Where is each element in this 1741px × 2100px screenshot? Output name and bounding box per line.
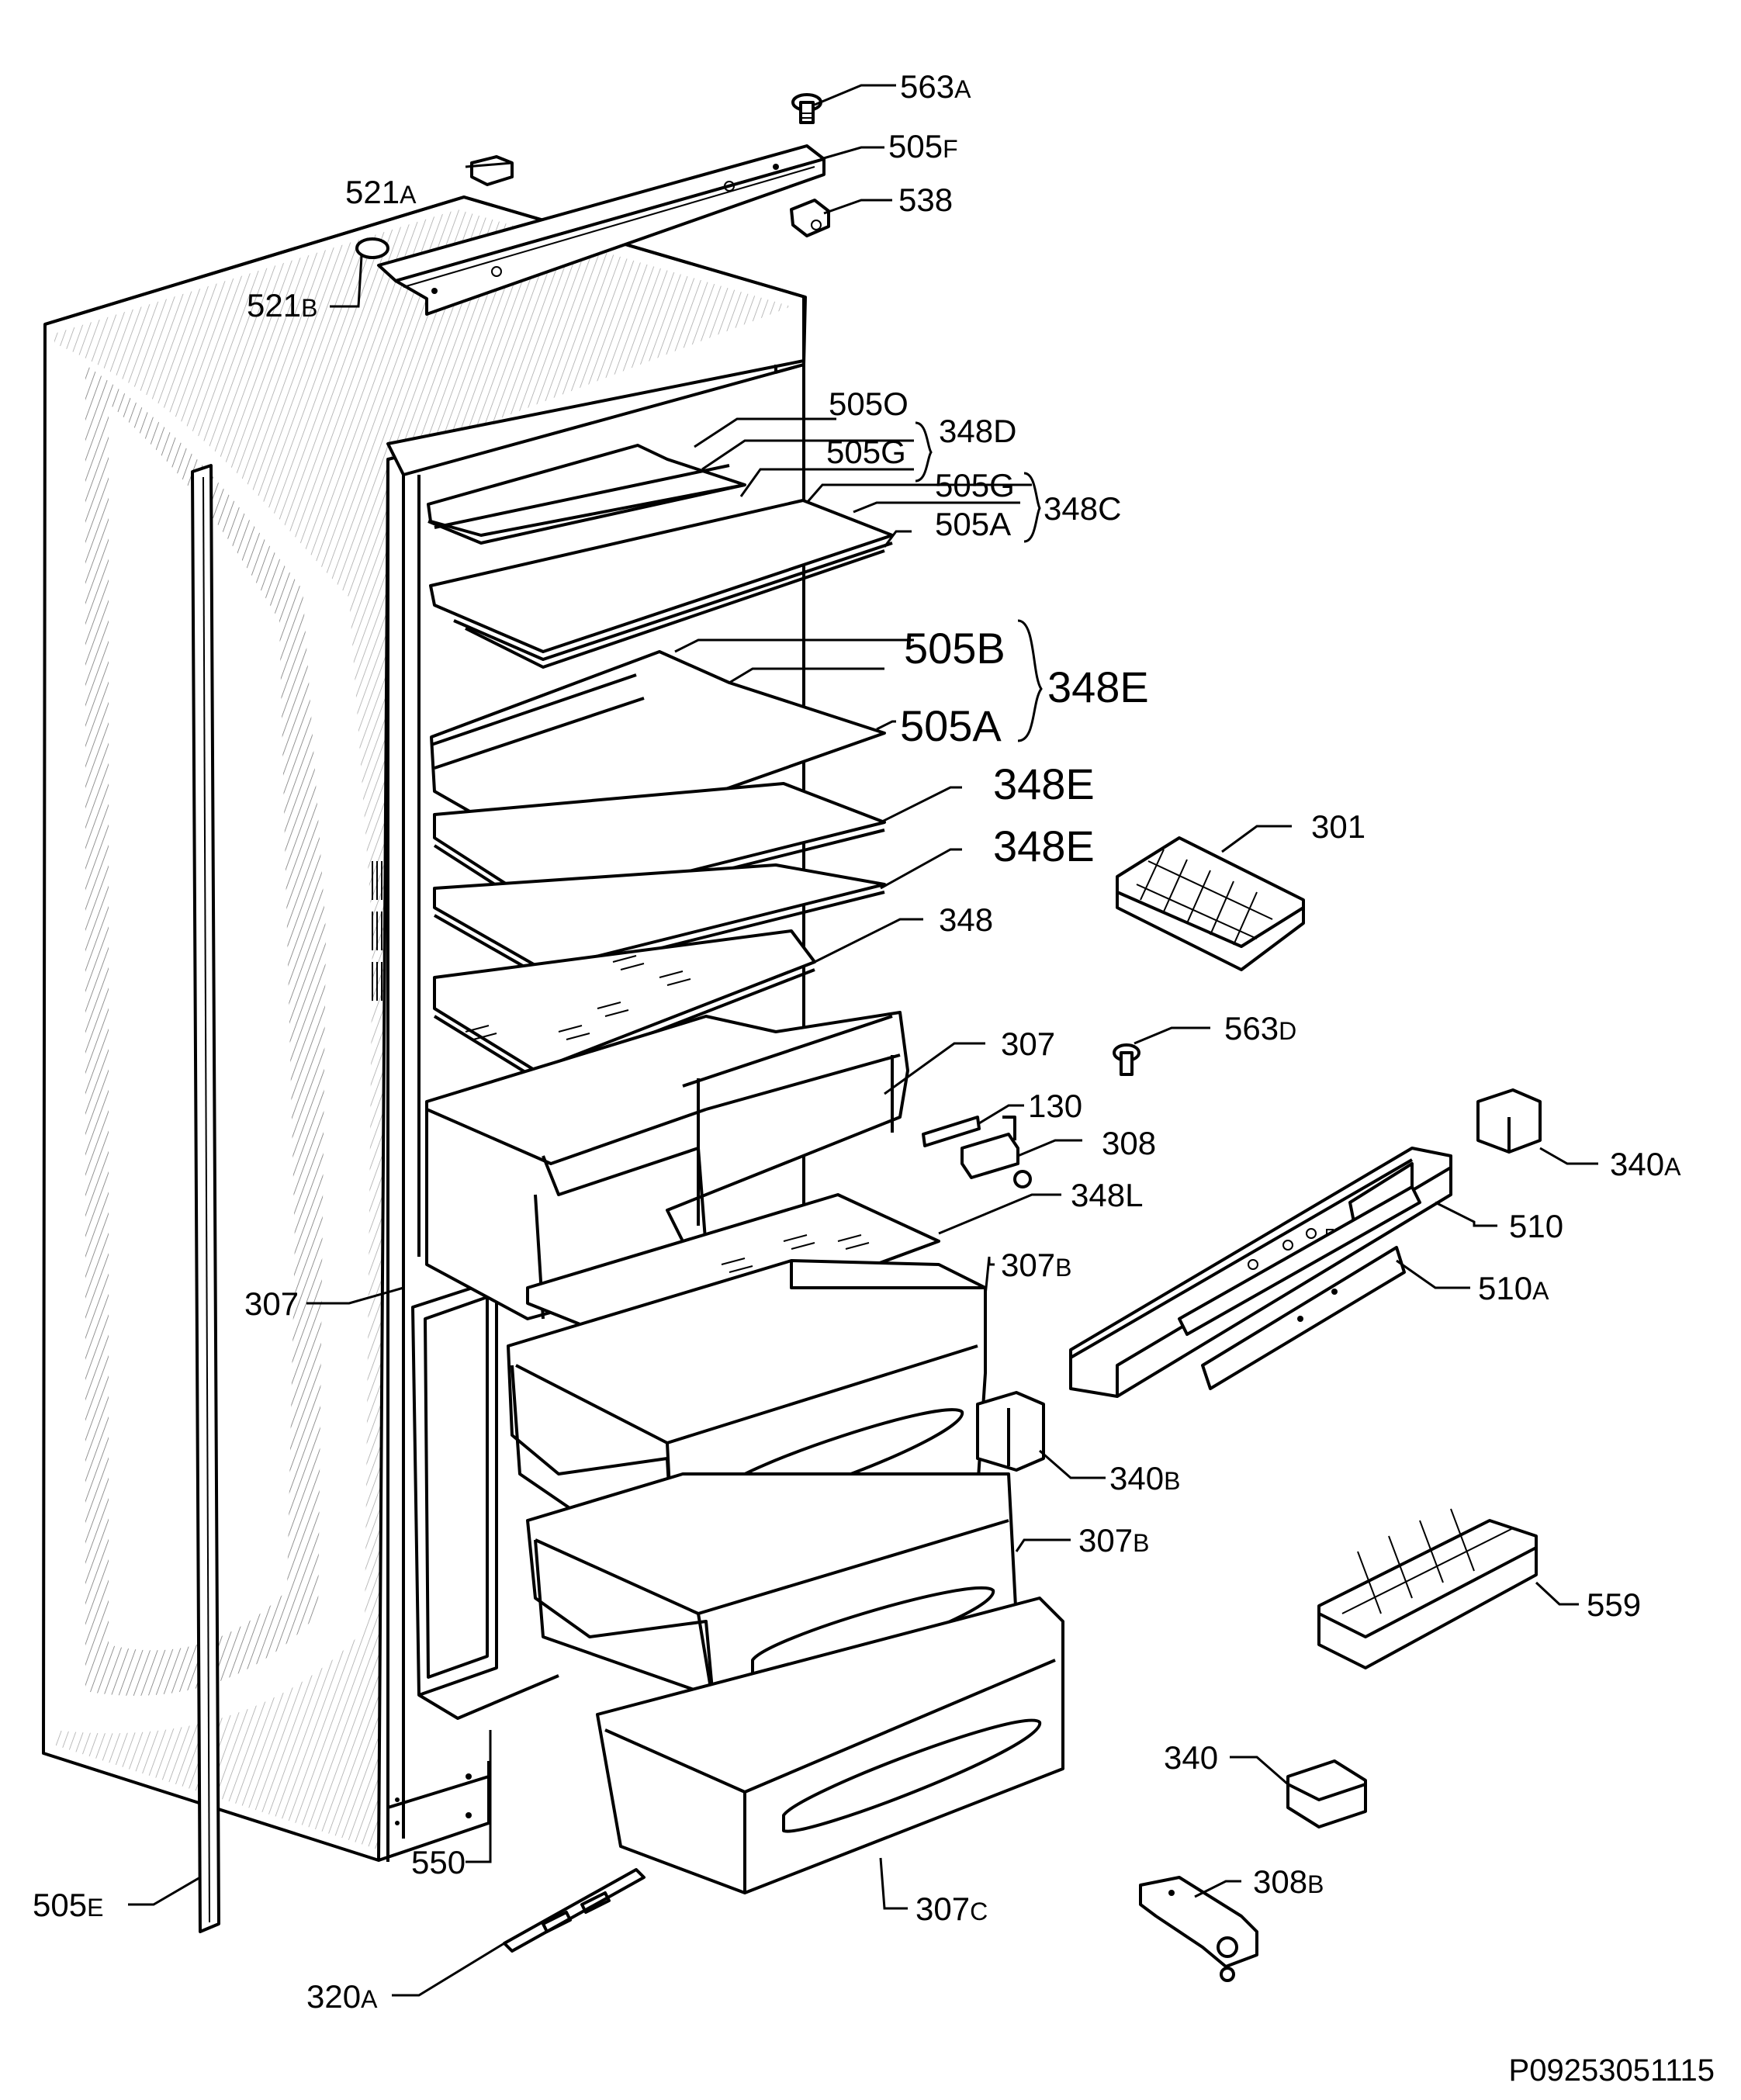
label-130: 130 xyxy=(1028,1088,1082,1124)
label-521b: 521B xyxy=(247,287,317,323)
label-307b-2: 307B xyxy=(1078,1522,1149,1559)
label-505a-2: 505A xyxy=(900,701,1002,750)
vent-slots xyxy=(372,861,382,1001)
hinge-308 xyxy=(960,1116,1032,1188)
cap-521b xyxy=(355,237,389,259)
cap-521a xyxy=(470,155,514,186)
panel-cover-510a xyxy=(1201,1246,1406,1390)
label-505b: 505B xyxy=(904,624,1005,673)
label-510: 510 xyxy=(1509,1208,1563,1244)
label-348e-2: 348E xyxy=(993,759,1095,808)
leader-lines xyxy=(128,84,1598,1997)
label-538: 538 xyxy=(898,182,953,218)
label-550: 550 xyxy=(411,1844,466,1880)
label-308: 308 xyxy=(1102,1125,1156,1161)
label-505o: 505O xyxy=(829,386,909,422)
braces xyxy=(915,421,1043,742)
label-559: 559 xyxy=(1587,1586,1641,1623)
label-505a-1: 505A xyxy=(935,506,1011,542)
crisper-boxes-307 xyxy=(425,1011,909,1320)
end-cap-340a xyxy=(1476,1088,1542,1154)
label-340: 340 xyxy=(1164,1739,1218,1776)
ice-tray-301 xyxy=(1116,836,1305,971)
part-labels: 563A 505F 538 521A 521B 505O 505G 348D 5… xyxy=(33,68,1681,2015)
stopper-563d xyxy=(1113,1043,1140,1076)
door-seal-505e xyxy=(191,464,220,1933)
label-348d: 348D xyxy=(939,413,1016,449)
label-348e-3: 348E xyxy=(993,822,1095,870)
label-521a: 521A xyxy=(345,174,417,210)
drawer-307c xyxy=(596,1597,1064,1894)
label-340a: 340A xyxy=(1610,1146,1681,1182)
stopper-563a xyxy=(791,93,822,124)
label-340b: 340B xyxy=(1109,1460,1180,1496)
label-348e-1: 348E xyxy=(1047,663,1149,711)
plate-130 xyxy=(922,1116,981,1147)
label-505g-2: 505G xyxy=(935,467,1015,503)
label-505e: 505E xyxy=(33,1887,103,1923)
end-cap-340b xyxy=(976,1391,1045,1472)
label-308b: 308B xyxy=(1253,1863,1324,1900)
label-348l: 348L xyxy=(1071,1177,1143,1213)
label-320a: 320A xyxy=(306,1978,378,2015)
control-panel-510 xyxy=(1069,1147,1452,1398)
label-301: 301 xyxy=(1311,808,1365,845)
bracket-538 xyxy=(790,199,830,237)
rail-320a xyxy=(503,1868,646,1953)
label-505g-1: 505G xyxy=(826,434,906,470)
label-307b-1: 307B xyxy=(1001,1247,1071,1283)
label-510a: 510A xyxy=(1478,1270,1549,1306)
label-307-b: 307 xyxy=(244,1285,299,1322)
label-505f: 505F xyxy=(888,128,958,164)
label-563d: 563D xyxy=(1224,1010,1296,1047)
block-340 xyxy=(1286,1759,1367,1828)
label-348: 348 xyxy=(939,901,993,938)
filter-559 xyxy=(1317,1508,1538,1669)
shelves xyxy=(427,444,894,1080)
drawing-reference-number: P09253051115 xyxy=(1509,2053,1715,2088)
label-348c: 348C xyxy=(1044,490,1121,527)
hinge-308b xyxy=(1139,1876,1258,1982)
label-563a: 563A xyxy=(900,68,971,105)
label-307c: 307C xyxy=(915,1891,988,1927)
label-307-a: 307 xyxy=(1001,1026,1055,1062)
